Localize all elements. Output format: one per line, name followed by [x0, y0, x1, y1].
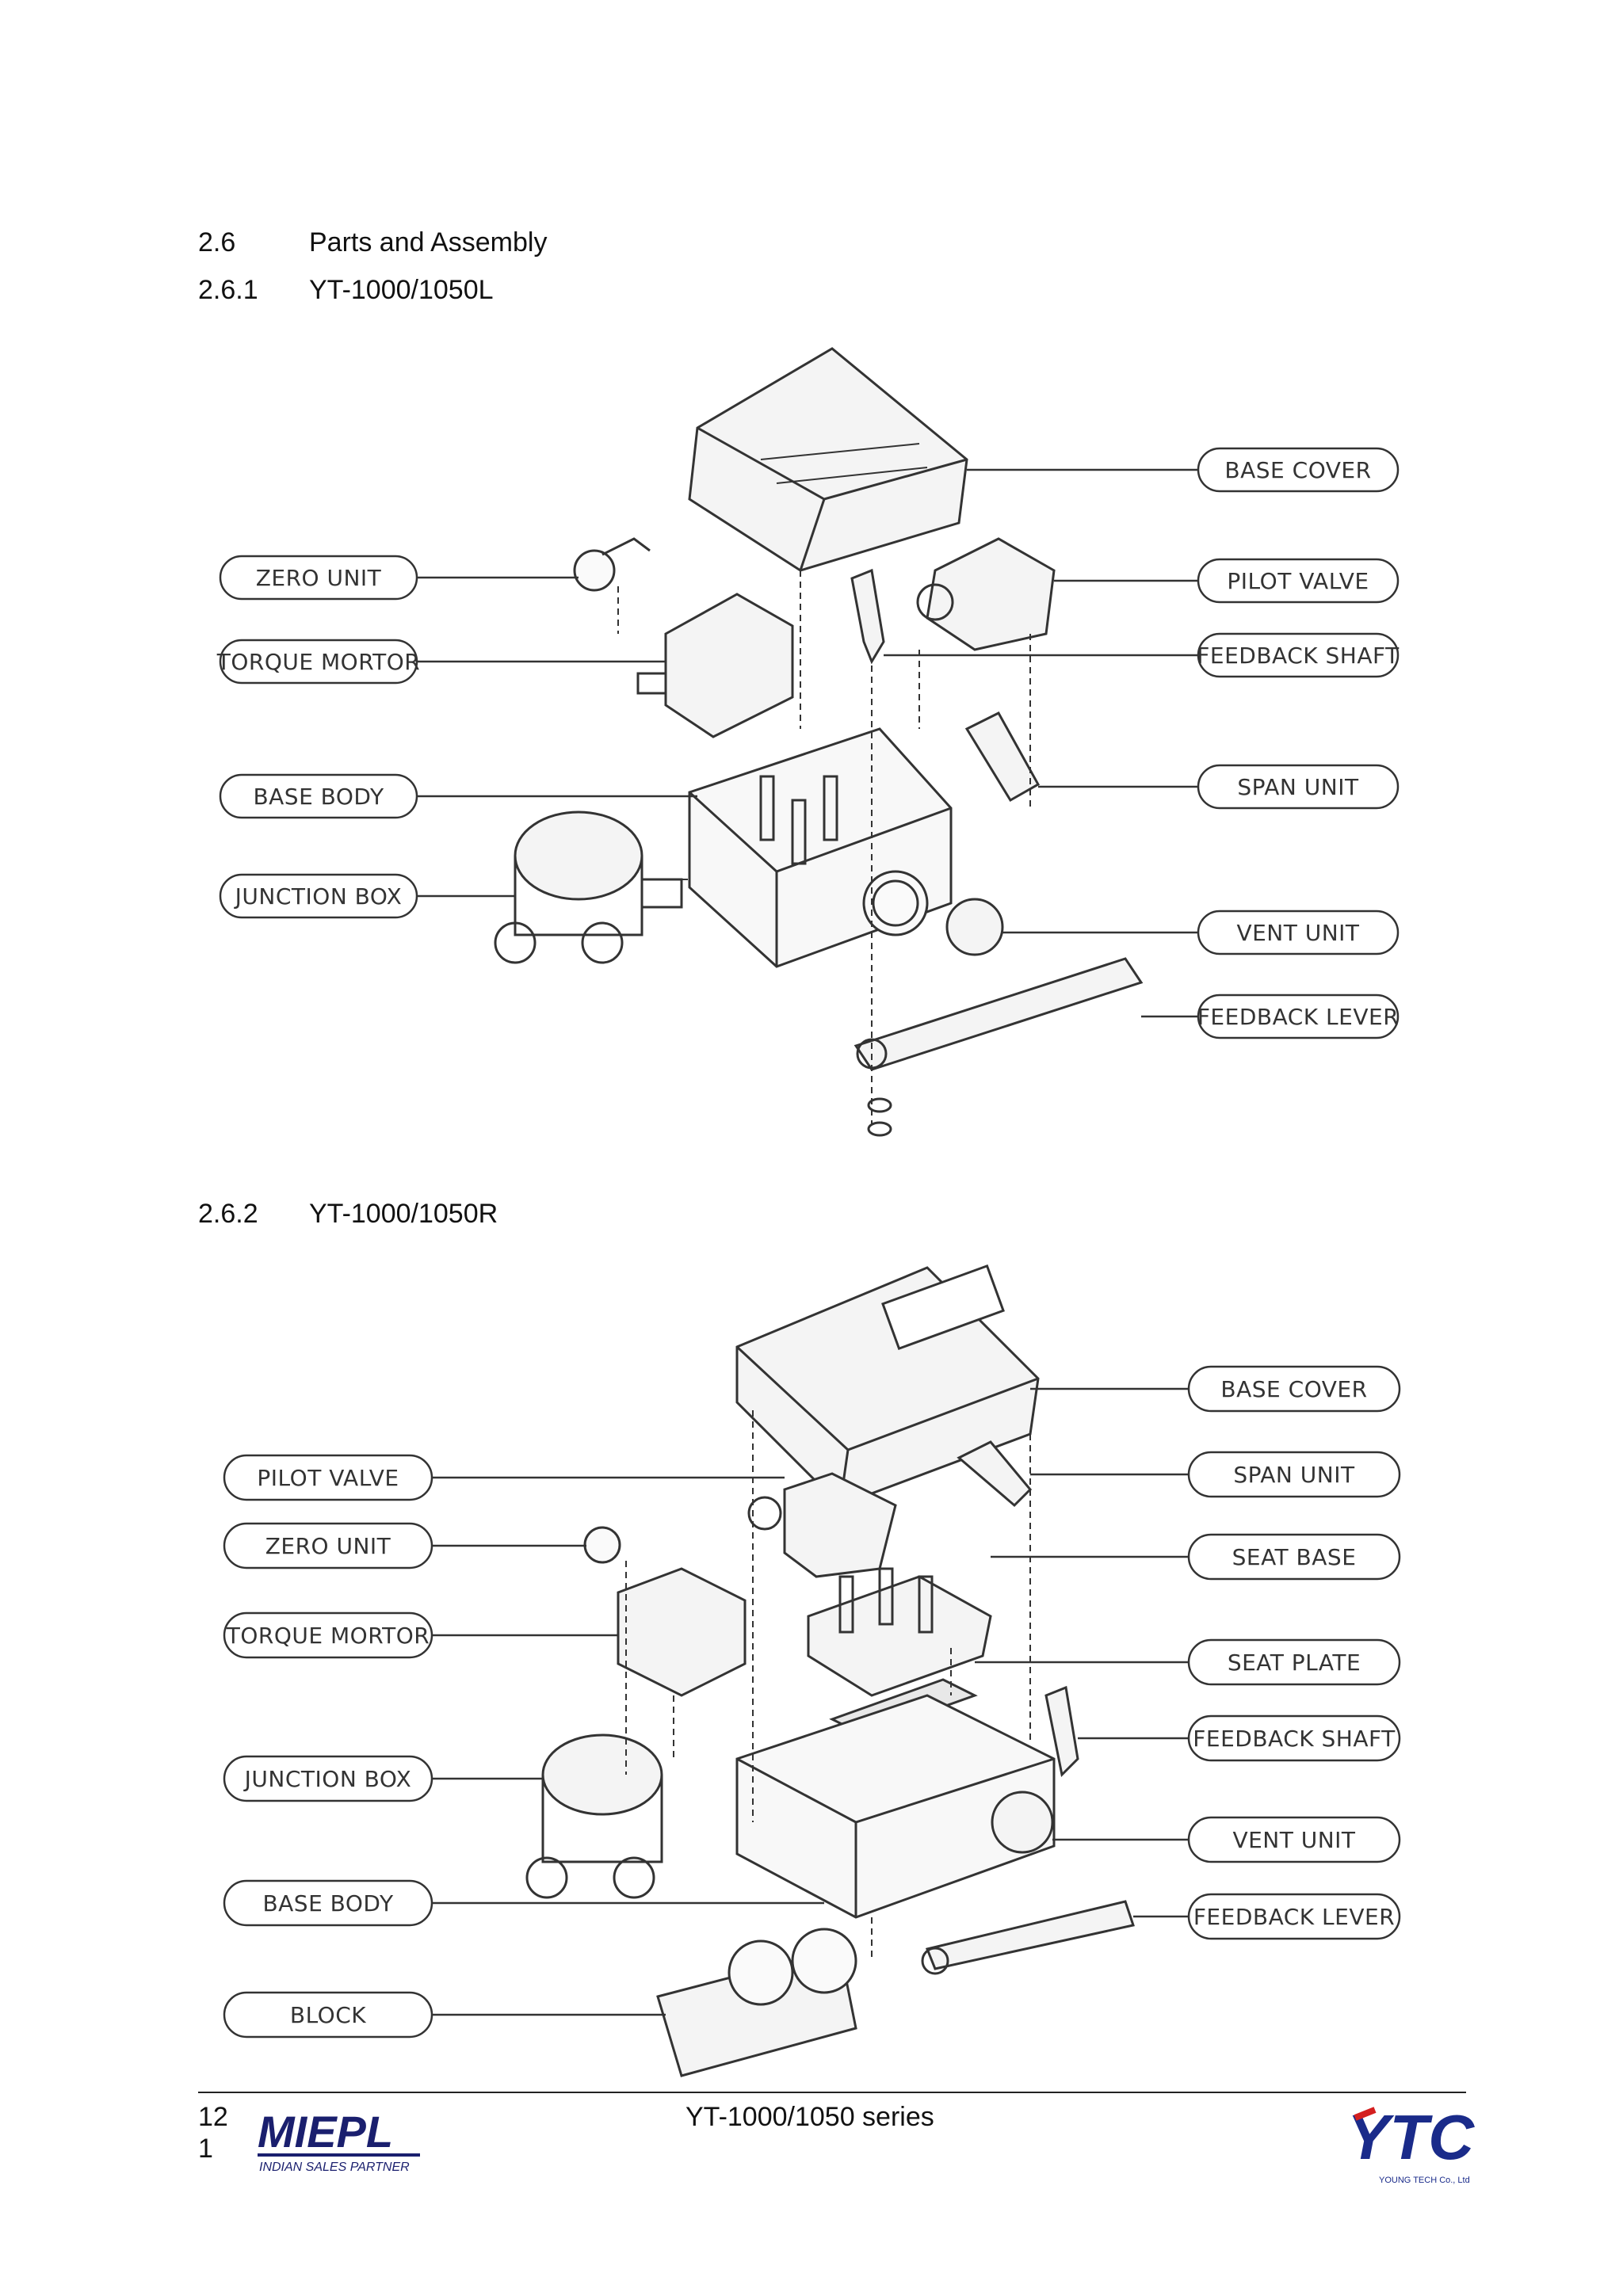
label-junction-box: JUNCTION BOX — [234, 883, 403, 910]
label-feedback-shaft: FEEDBACK SHAFT — [1197, 643, 1400, 669]
label-vent-unit: VENT UNIT — [1236, 920, 1359, 946]
span-unit-part — [957, 1440, 1033, 1508]
label-zero-unit: ZERO UNIT — [265, 1533, 391, 1559]
torque-motor-part — [664, 593, 794, 738]
label-span-unit: SPAN UNIT — [1233, 1462, 1355, 1488]
torque-motor-part — [617, 1567, 747, 1697]
feedback-shaft-part — [1044, 1685, 1079, 1778]
label-base-cover: BASE COVER — [1220, 1376, 1367, 1402]
section-heading-2-6: 2.6 Parts and Assembly — [198, 227, 753, 258]
zero-unit-part — [573, 549, 616, 592]
feedback-lever-part — [854, 957, 1144, 1071]
ytc-logo-tagline: YOUNG TECH Co., Ltd — [1379, 2176, 1470, 2185]
label-pilot-valve: PILOT VALVE — [1227, 568, 1369, 594]
span-unit-part — [964, 711, 1041, 803]
footer-divider — [198, 2092, 1466, 2093]
label-pilot-valve: PILOT VALVE — [257, 1465, 399, 1491]
label-zero-unit: ZERO UNIT — [256, 565, 382, 591]
subsection-heading-2-6-2: 2.6.2 YT-1000/1050R — [198, 1198, 753, 1230]
ytc-logo: YTC YOUNG TECH Co., Ltd — [1347, 2102, 1490, 2195]
exploded-diagram-r: PILOT VALVE ZERO UNIT TORQUE MORTOR JUNC… — [0, 1252, 1623, 2084]
label-feedback-lever: FEEDBACK LEVER — [1197, 1004, 1399, 1030]
label-feedback-shaft: FEEDBACK SHAFT — [1193, 1726, 1396, 1752]
section-number: 2.6 — [198, 227, 236, 257]
label-feedback-lever: FEEDBACK LEVER — [1193, 1904, 1395, 1930]
subsection-title: YT-1000/1050L — [309, 275, 494, 305]
zero-unit-part — [583, 1526, 621, 1564]
label-vent-unit: VENT UNIT — [1232, 1827, 1355, 1853]
footer-series-title: YT-1000/1050 series — [685, 2102, 934, 2132]
junction-box-part — [514, 810, 643, 901]
diagram-r-svg: PILOT VALVE ZERO UNIT TORQUE MORTOR JUNC… — [223, 1264, 1401, 2077]
diagram-l-svg: ZERO UNIT TORQUE MORTOR BASE BODY JUNCTI… — [216, 347, 1400, 1137]
miepl-logo-text: MIEPL — [258, 2107, 393, 2157]
label-block: BLOCK — [290, 2002, 366, 2028]
label-base-cover: BASE COVER — [1224, 457, 1371, 483]
subsection-heading-2-6-1: 2.6.1 YT-1000/1050L — [198, 274, 753, 306]
label-torque-mortor: TORQUE MORTOR — [226, 1623, 430, 1649]
pilot-valve-part — [926, 537, 1056, 651]
miepl-logo-tagline: INDIAN SALES PARTNER — [259, 2161, 410, 2174]
miepl-logo: MIEPL INDIAN SALES PARTNER — [258, 2107, 440, 2183]
label-seat-plate: SEAT PLATE — [1228, 1650, 1361, 1676]
subsection-number: 2.6.1 — [198, 275, 258, 305]
vent-unit-part — [945, 898, 1004, 956]
label-base-body: BASE BODY — [262, 1890, 394, 1917]
label-junction-box: JUNCTION BOX — [243, 1766, 412, 1792]
subsection-title: YT-1000/1050R — [309, 1199, 498, 1229]
seat-base-part — [807, 1575, 992, 1697]
label-span-unit: SPAN UNIT — [1237, 774, 1359, 800]
subsection-number: 2.6.2 — [198, 1199, 258, 1229]
feedback-lever-part — [925, 1900, 1135, 1970]
page-number: 12 1 — [198, 2102, 228, 2164]
label-seat-base: SEAT BASE — [1232, 1544, 1357, 1570]
label-torque-mortor: TORQUE MORTOR — [216, 649, 420, 675]
vent-unit-part — [991, 1791, 1054, 1854]
feedback-shaft-part — [850, 568, 885, 665]
junction-box-part — [541, 1733, 663, 1816]
base-cover-part — [688, 347, 968, 572]
exploded-diagram-l: ZERO UNIT TORQUE MORTOR BASE BODY JUNCTI… — [0, 333, 1623, 1149]
section-title: Parts and Assembly — [309, 227, 548, 257]
label-base-body: BASE BODY — [253, 784, 384, 810]
base-body-part — [735, 1694, 1056, 1919]
